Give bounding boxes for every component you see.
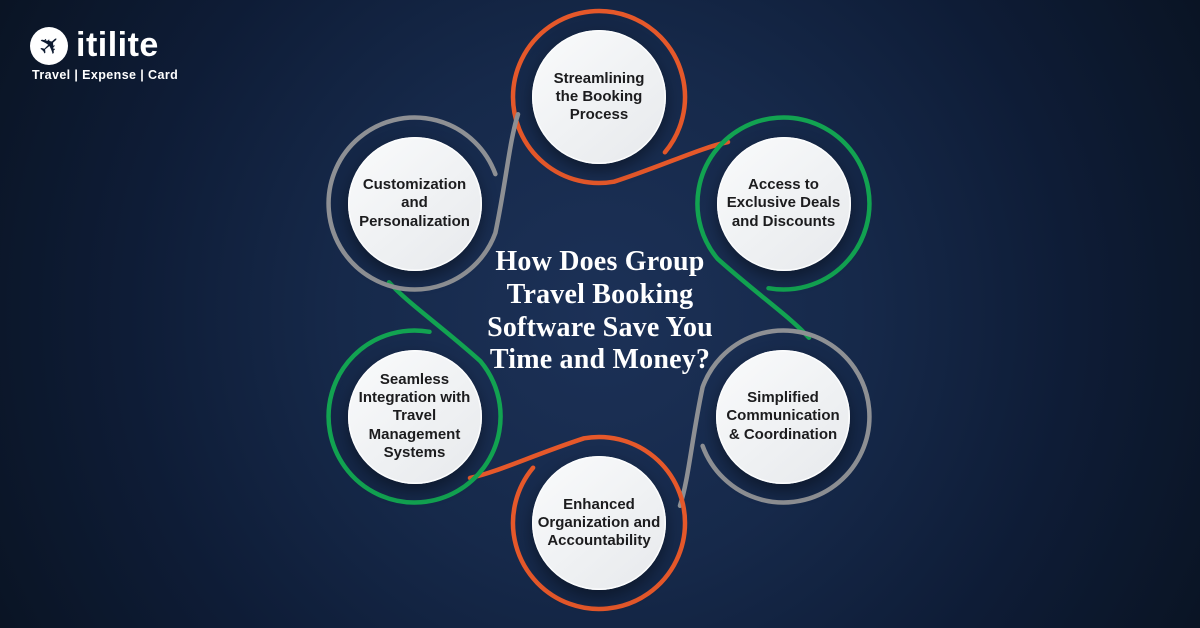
node-streamlining-booking: Streamlining the Booking Process: [532, 30, 666, 164]
node-exclusive-deals: Access to Exclusive Deals and Discounts: [716, 136, 851, 271]
node-simplified-communication: Simplified Communication & Coordination: [716, 349, 850, 484]
node-seamless-integration: Seamless Integration with Travel Managem…: [347, 349, 482, 484]
node-label: Streamlining the Booking Process: [553, 69, 645, 124]
page-title: How Does Group Travel Booking Software S…: [487, 246, 713, 376]
node-label: Enhanced Organization and Accountability: [537, 495, 661, 550]
node-enhanced-organization: Enhanced Organization and Accountability: [532, 456, 666, 590]
brand-tagline: Travel | Expense | Card: [32, 68, 179, 82]
brand-logo: ✈ itilite Travel | Expense | Card: [30, 26, 178, 82]
brand-name: itilite: [76, 26, 159, 64]
node-label: Access to Exclusive Deals and Discounts: [726, 176, 841, 230]
node-label: Customization and Personalization: [359, 176, 470, 230]
node-label: Seamless Integration with Travel Managem…: [358, 370, 471, 461]
node-label: Simplified Communication & Coordination: [726, 389, 840, 443]
node-customization: Customization and Personalization: [347, 136, 482, 271]
plane-icon: ✈: [30, 26, 68, 65]
